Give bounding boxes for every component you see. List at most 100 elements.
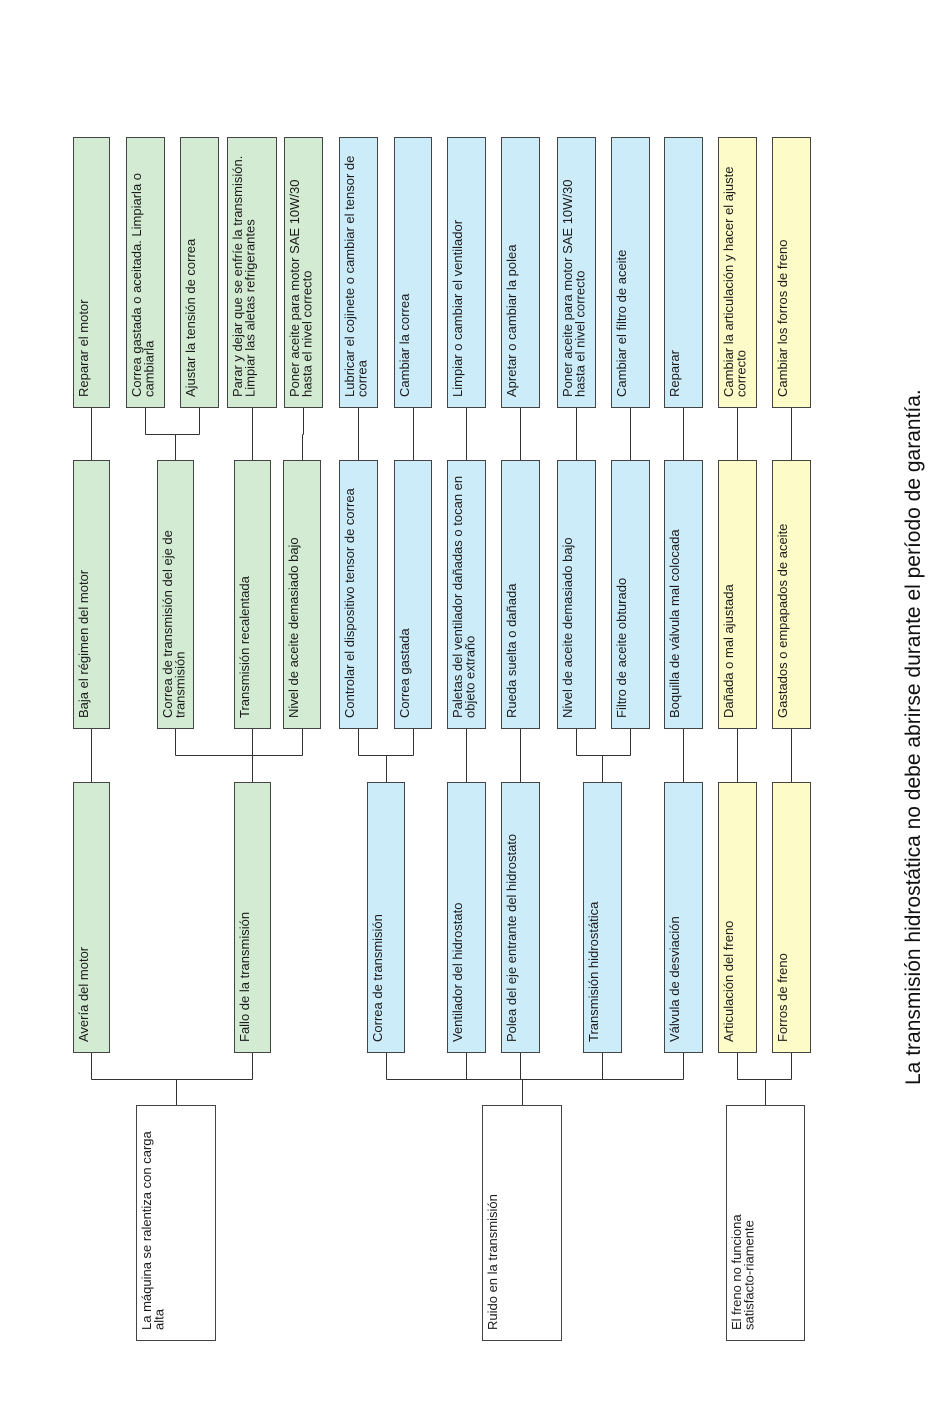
cause-box: Forros de freno <box>772 782 811 1053</box>
subcause-box-frame <box>501 460 540 729</box>
subcause-box: Transmisión recalentada <box>234 460 271 729</box>
remedy-box-label: Ajustar la tensión de correa <box>183 238 198 397</box>
remedy-box: Ajustar la tensión de correa <box>180 137 219 408</box>
cause-box-label: Fallo de la transmisión <box>237 912 252 1042</box>
remedy-box-frame <box>718 137 757 408</box>
remedy-box: Reparar <box>664 137 703 408</box>
remedy-box-label: Reparar el motor <box>76 299 91 397</box>
remedy-box-frame <box>339 137 378 408</box>
cause-box: Polea del eje entrante del hidrostato <box>501 782 540 1053</box>
remedy-box: Poner aceite para motor SAE 10W/30hasta … <box>557 137 596 408</box>
cause-box: Articulación del freno <box>718 782 757 1053</box>
remedy-box: Cambiar la correa <box>394 137 432 408</box>
subcause-box-label: Baja el régimen del motor <box>76 569 91 718</box>
cause-box-label: Ventilador del hidrostato <box>450 903 465 1042</box>
footnote-text: La transmisión hidrostática no debe abri… <box>902 389 925 1085</box>
subcause-box-label: Correa de transmisión del eje detransmis… <box>160 530 188 718</box>
cause-box-label: Avería del motor <box>76 946 91 1042</box>
remedy-box-label: Cambiar los forros de freno <box>775 239 790 397</box>
remedy-box: Lubricar el cojinete o cambiar el tensor… <box>339 137 378 408</box>
subcause-box: Paletas del ventilador dañadas o tocan e… <box>447 460 486 729</box>
cause-box-label: Correa de transmisión <box>370 914 385 1042</box>
problem-box-frame <box>726 1105 805 1341</box>
remedy-box-frame <box>664 137 703 408</box>
connector-lines <box>91 407 792 1105</box>
subcause-box-frame <box>234 460 271 729</box>
remedy-box-frame <box>73 137 110 408</box>
subcause-box-label: Gastados o empapados de aceite <box>775 524 790 718</box>
problem-box-frame <box>482 1105 562 1341</box>
cause-box-frame <box>73 782 110 1053</box>
remedy-box-frame <box>557 137 596 408</box>
subcause-box-label: Boquilla de válvula mal colocada <box>667 529 682 718</box>
remedy-box-label: Correa gastada o aceitada. Limpiarla oca… <box>129 173 157 397</box>
cause-box: Transmisión hidrostática <box>583 782 622 1053</box>
subcause-box: Baja el régimen del motor <box>73 460 110 729</box>
problem-box-label: La máquina se ralentiza con cargaalta <box>139 1130 167 1330</box>
remedy-box-frame <box>611 137 650 408</box>
subcause-box-frame <box>283 460 321 729</box>
cause-box-frame <box>501 782 540 1053</box>
cause-box-label: Válvula de desviación <box>667 916 682 1042</box>
remedy-box: Correa gastada o aceitada. Limpiarla oca… <box>126 137 165 408</box>
cause-box: Fallo de la transmisión <box>234 782 271 1053</box>
cause-box-frame <box>367 782 405 1053</box>
problem-box-label: El freno no funcionasatisfacto-riamente <box>729 1214 757 1330</box>
cause-box-frame <box>447 782 486 1053</box>
remedy-box-label: Cambiar la articulación y hacer el ajust… <box>721 167 749 398</box>
subcause-box-label: Correa gastada <box>397 628 412 718</box>
subcause-box: Filtro de aceite obturado <box>611 460 650 729</box>
remedy-box: Parar y dejar que se enfríe la transmisi… <box>227 137 277 408</box>
remedy-box-label: Lubricar el cojinete o cambiar el tensor… <box>342 156 370 397</box>
remedy-box-frame <box>227 137 277 408</box>
subcause-box-frame <box>339 460 378 729</box>
problem-box: La máquina se ralentiza con cargaalta <box>136 1105 216 1341</box>
subcause-box-frame <box>557 460 596 729</box>
subcause-box: Nivel de aceite demasiado bajo <box>283 460 321 729</box>
problem-box-frame <box>136 1105 216 1341</box>
problem-box: El freno no funcionasatisfacto-riamente <box>726 1105 805 1341</box>
subcause-box-frame <box>157 460 194 729</box>
cause-box: Correa de transmisión <box>367 782 405 1053</box>
remedy-box-label: Cambiar el filtro de aceite <box>614 250 629 397</box>
diagram-boxes: La máquina se ralentiza con cargaalta Ave… <box>73 137 811 1341</box>
subcause-box-label: Filtro de aceite obturado <box>614 578 629 718</box>
remedy-box-frame <box>772 137 811 408</box>
remedy-box-frame <box>126 137 165 408</box>
subcause-box: Boquilla de válvula mal colocada <box>664 460 703 729</box>
remedy-box-label: Reparar <box>667 349 682 397</box>
remedy-box-label: Cambiar la correa <box>397 293 412 397</box>
subcause-box-label: Nivel de aceite demasiado bajo <box>560 537 575 718</box>
problem-box-label: Ruido en la transmisión <box>485 1194 500 1330</box>
cause-box-frame <box>234 782 271 1053</box>
subcause-box-frame <box>73 460 110 729</box>
remedy-box-label: Limpiar o cambiar el ventilador <box>450 219 465 397</box>
subcause-box-label: Dañada o mal ajustada <box>721 584 736 718</box>
remedy-box-label: Apretar o cambiar la polea <box>504 244 519 397</box>
remedy-box: Cambiar la articulación y hacer el ajust… <box>718 137 757 408</box>
subcause-box-label: Rueda suelta o dañada <box>504 583 519 718</box>
cause-box-label: Polea del eje entrante del hidrostato <box>504 834 519 1042</box>
remedy-box: Limpiar o cambiar el ventilador <box>447 137 486 408</box>
remedy-box-frame <box>394 137 432 408</box>
remedy-box-frame <box>447 137 486 408</box>
remedy-box-frame <box>284 137 323 408</box>
cause-box: Válvula de desviación <box>664 782 703 1053</box>
remedy-box-frame <box>180 137 219 408</box>
subcause-box: Dañada o mal ajustada <box>718 460 757 729</box>
subcause-box: Rueda suelta o dañada <box>501 460 540 729</box>
subcause-box: Nivel de aceite demasiado bajo <box>557 460 596 729</box>
cause-box-frame <box>718 782 757 1053</box>
subcause-box-frame <box>718 460 757 729</box>
subcause-box-label: Controlar el dispositivo tensor de corre… <box>342 487 357 718</box>
subcause-box-frame <box>394 460 432 729</box>
subcause-box-label: Nivel de aceite demasiado bajo <box>286 537 301 718</box>
subcause-box-label: Transmisión recalentada <box>237 575 252 718</box>
remedy-box: Poner aceite para motor SAE 10W/30hasta … <box>284 137 323 408</box>
subcause-box: Gastados o empapados de aceite <box>772 460 811 729</box>
subcause-box: Controlar el dispositivo tensor de corre… <box>339 460 378 729</box>
subcause-box: Correa gastada <box>394 460 432 729</box>
cause-box-frame <box>772 782 811 1053</box>
cause-box-label: Forros de freno <box>775 953 790 1042</box>
